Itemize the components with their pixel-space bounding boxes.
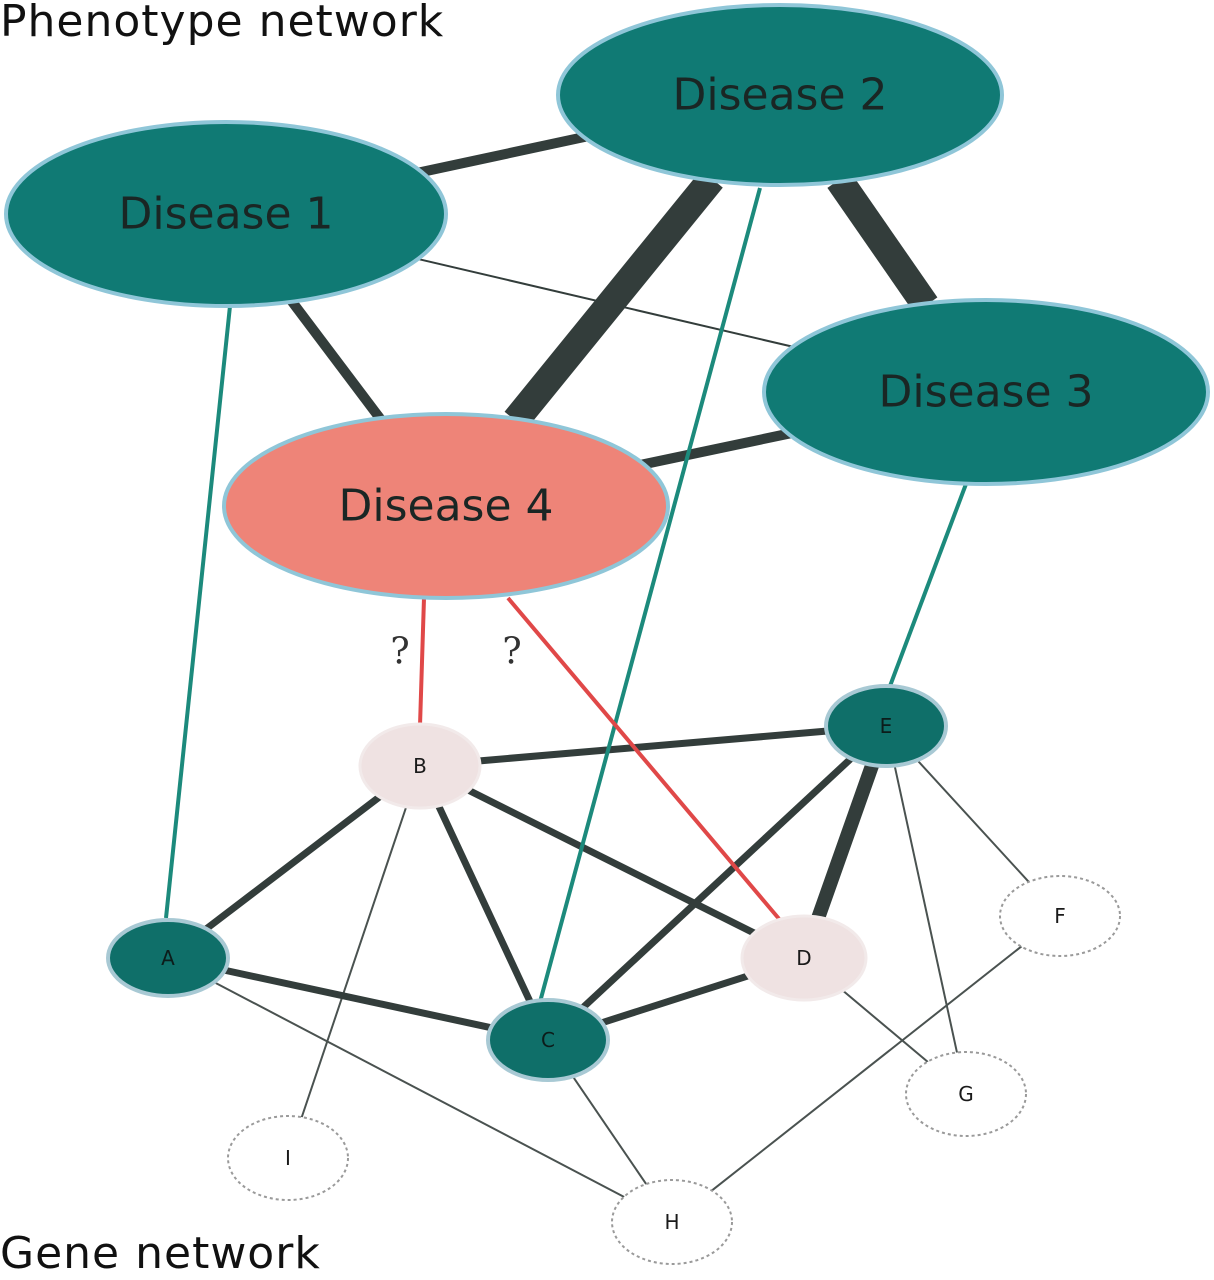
gene-edge-A-C — [222, 966, 493, 1032]
disease-edge-d1-d2 — [416, 131, 589, 178]
disease-node-d2: Disease 2 — [556, 3, 1004, 187]
gene-edge-D-G — [841, 989, 929, 1064]
disease-node-label: Disease 1 — [118, 189, 333, 240]
gene-edge-C-E — [579, 755, 855, 1011]
gene-node-shape — [486, 998, 610, 1082]
edges-layer — [164, 131, 1031, 1199]
gene-node-shape — [611, 1179, 733, 1265]
gene-edge-B-A — [203, 793, 383, 933]
disease-node-label: Disease 2 — [672, 70, 887, 121]
association-edge-d4-B — [418, 597, 426, 727]
gene-node-label: F — [1054, 904, 1066, 928]
phenotype-network-title: Phenotype network — [0, 0, 445, 47]
gene-node-label: E — [880, 714, 893, 738]
disease-node-d3: Disease 3 — [762, 298, 1210, 486]
gene-edge-H-F — [710, 945, 1023, 1193]
disease-edge-d3-d4 — [638, 428, 794, 470]
disease-node-shape — [222, 412, 670, 600]
gene-node-label: D — [796, 946, 811, 970]
gene-node-b: B — [358, 722, 482, 810]
disease-edge-d2-d3 — [827, 171, 938, 314]
gene-edge-B-E — [478, 727, 828, 765]
gene-node-label: I — [285, 1146, 291, 1170]
gene-node-c: C — [486, 998, 610, 1082]
disease-edge-d2-d4 — [504, 169, 723, 430]
gene-node-a: A — [106, 918, 230, 998]
association-edge-d4-D — [506, 596, 782, 922]
gene-node-shape — [106, 918, 230, 998]
gene-node-i: I — [227, 1115, 349, 1201]
association-edge-d3-E — [888, 483, 968, 687]
disease-node-shape — [556, 3, 1004, 187]
unknown-association-mark: ? — [502, 632, 521, 673]
disease-node-shape — [762, 298, 1210, 486]
gene-node-shape — [358, 722, 482, 810]
gene-node-shape — [905, 1051, 1027, 1137]
gene-network-title: Gene network — [0, 1228, 321, 1279]
gene-node-shape — [227, 1115, 349, 1201]
gene-node-label: H — [664, 1210, 679, 1234]
gene-edge-E-F — [915, 758, 1031, 884]
gene-node-h: H — [611, 1179, 733, 1265]
gene-edge-E-G — [893, 764, 959, 1054]
association-edge-d2-C — [538, 187, 762, 1003]
disease-node-label: Disease 4 — [338, 481, 553, 532]
gene-edge-D-E — [811, 761, 880, 921]
unknown-association-mark: ? — [390, 632, 409, 673]
gene-node-label: A — [161, 946, 175, 970]
disease-node-d1: Disease 1 — [4, 120, 448, 308]
gene-node-e: E — [824, 684, 948, 768]
unknown-marks-layer: ?? — [390, 632, 521, 673]
gene-node-shape — [740, 914, 868, 1002]
disease-edge-d1-d4 — [286, 296, 386, 423]
gene-node-d: D — [740, 914, 868, 1002]
gene-node-label: B — [413, 754, 427, 778]
gene-node-shape — [824, 684, 948, 768]
gene-edge-C-D — [599, 972, 751, 1027]
gene-edge-B-I — [300, 805, 408, 1119]
gene-node-g: G — [905, 1051, 1027, 1137]
nodes-layer: Disease 1 Disease 2 Disease 3 Disease 4 A B C D… — [4, 3, 1210, 1265]
gene-node-f: F — [999, 875, 1121, 957]
gene-edge-B-D — [466, 786, 757, 937]
gene-edge-A-H — [212, 980, 626, 1199]
disease-node-shape — [4, 120, 448, 308]
association-edge-d1-A — [164, 305, 232, 919]
disease-node-d4: Disease 4 — [222, 412, 670, 600]
gene-edge-B-C — [435, 803, 534, 1005]
gene-edge-C-H — [571, 1075, 648, 1186]
disease-node-label: Disease 3 — [878, 367, 1093, 418]
gene-node-shape — [999, 875, 1121, 957]
gene-node-label: G — [958, 1082, 974, 1106]
gene-node-label: C — [541, 1028, 555, 1052]
